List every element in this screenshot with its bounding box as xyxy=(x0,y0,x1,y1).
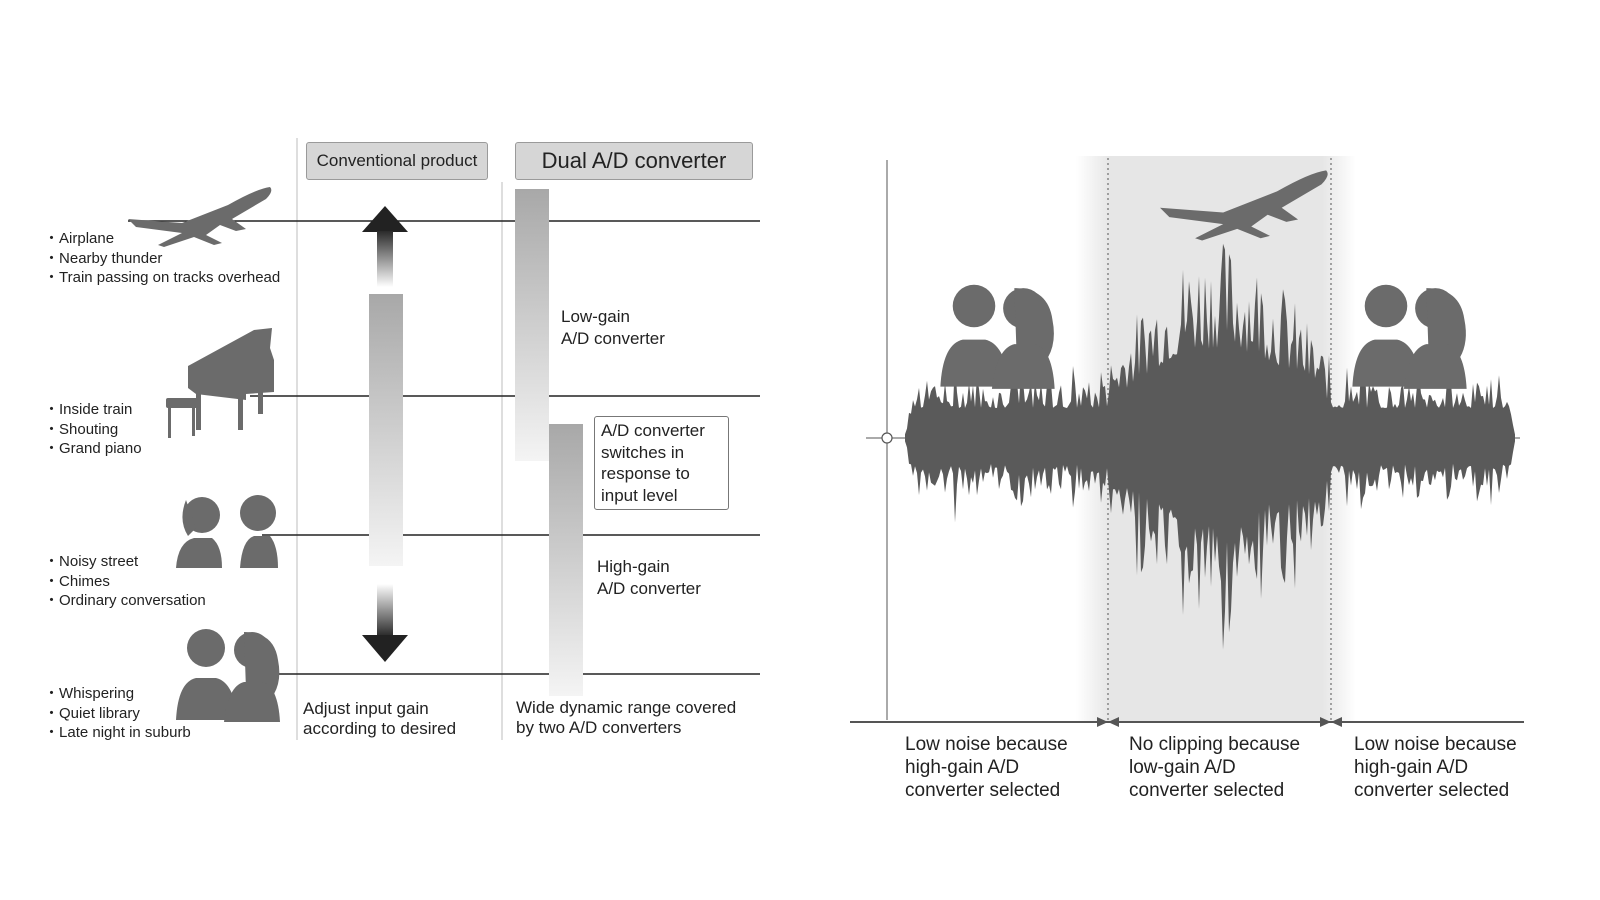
switch-note-line: A/D converter xyxy=(601,421,705,440)
list-item: ・Train passing on tracks overhead xyxy=(44,269,281,286)
high-gain-label-line: High-gain xyxy=(597,557,670,576)
source-list-mid-high: ・Inside train ・Shouting ・Grand piano xyxy=(44,400,142,459)
segment-label-line: high-gain A/D xyxy=(1354,757,1469,778)
list-item: ・Nearby thunder xyxy=(44,249,163,267)
segment-label-line: converter selected xyxy=(1354,780,1510,801)
caption-line: by two A/D converters xyxy=(516,718,682,737)
switch-note-line: response to xyxy=(601,464,690,483)
high-gain-bar xyxy=(549,424,583,696)
source-list-quiet: ・Whispering ・Quiet library ・Late night i… xyxy=(44,684,191,743)
list-item: ・Airplane xyxy=(44,230,115,247)
segment-arrow xyxy=(1331,717,1342,727)
source-list-loud: ・Airplane ・Nearby thunder ・Train passing… xyxy=(44,229,280,288)
source-list-mid-low: ・Noisy street ・Chimes ・Ordinary conversa… xyxy=(44,552,206,611)
waveform xyxy=(905,243,1515,650)
dual-caption: Wide dynamic range covered by two A/D co… xyxy=(516,698,736,738)
list-item: ・Shouting xyxy=(44,420,119,438)
segment-label-no-clipping: No clipping because low-gain A/D convert… xyxy=(1129,733,1300,802)
conventional-product-header: Conventional product xyxy=(306,142,488,180)
segment-label-low-noise-right: Low noise because high-gain A/D converte… xyxy=(1354,733,1517,802)
segment-label-line: Low noise because xyxy=(1354,734,1517,755)
list-item: ・Whispering xyxy=(44,685,135,702)
switch-note-line: switches in xyxy=(601,442,685,462)
caption-line: Wide dynamic range covered xyxy=(516,698,737,717)
low-gain-label: Low-gain A/D converter xyxy=(561,306,665,350)
list-item: ・Quiet library xyxy=(44,704,140,722)
high-gain-label-line: A/D converter xyxy=(597,579,701,598)
segment-arrow xyxy=(1320,717,1331,727)
list-item: ・Late night in suburb xyxy=(44,724,191,741)
low-gain-bar xyxy=(515,189,549,461)
caption-line: according to desired xyxy=(303,719,457,738)
grand-piano-icon xyxy=(166,328,274,438)
list-item: ・Inside train xyxy=(44,401,133,418)
caption-line: Adjust input gain xyxy=(303,699,429,718)
segment-label-line: converter selected xyxy=(905,780,1061,801)
whisper-icon xyxy=(176,629,280,722)
conventional-up-arrow xyxy=(362,206,408,287)
conventional-caption: Adjust input gain according to desired xyxy=(303,699,456,739)
conventional-gain-bar xyxy=(369,294,403,566)
segment-label-line: low-gain A/D xyxy=(1129,757,1236,778)
list-item: ・Noisy street xyxy=(44,553,139,570)
list-item: ・Ordinary conversation xyxy=(44,592,206,609)
whisper-icon xyxy=(940,284,1055,389)
segment-arrow xyxy=(1097,717,1108,727)
conversation-icon xyxy=(176,495,278,568)
segment-label-line: converter selected xyxy=(1129,780,1285,801)
low-gain-label-line: Low-gain xyxy=(561,307,630,326)
whisper-icon xyxy=(1352,284,1467,389)
low-gain-label-line: A/D converter xyxy=(561,329,665,348)
conventional-down-arrow xyxy=(362,584,408,662)
switch-note-box: A/D converter switches in response to in… xyxy=(594,416,729,510)
segment-label-line: high-gain A/D xyxy=(905,757,1020,778)
switch-note-line: input level xyxy=(601,485,678,505)
segment-label-low-noise-left: Low noise because high-gain A/D converte… xyxy=(905,733,1068,802)
list-item: ・Chimes xyxy=(44,572,110,590)
high-gain-label: High-gain A/D converter xyxy=(597,556,701,600)
segment-label-line: Low noise because xyxy=(905,734,1068,755)
segment-label-line: No clipping because xyxy=(1129,734,1301,755)
list-item: ・Grand piano xyxy=(44,440,142,457)
dual-ad-converter-header: Dual A/D converter xyxy=(515,142,753,180)
segment-arrow xyxy=(1108,717,1119,727)
origin-marker xyxy=(881,432,893,444)
